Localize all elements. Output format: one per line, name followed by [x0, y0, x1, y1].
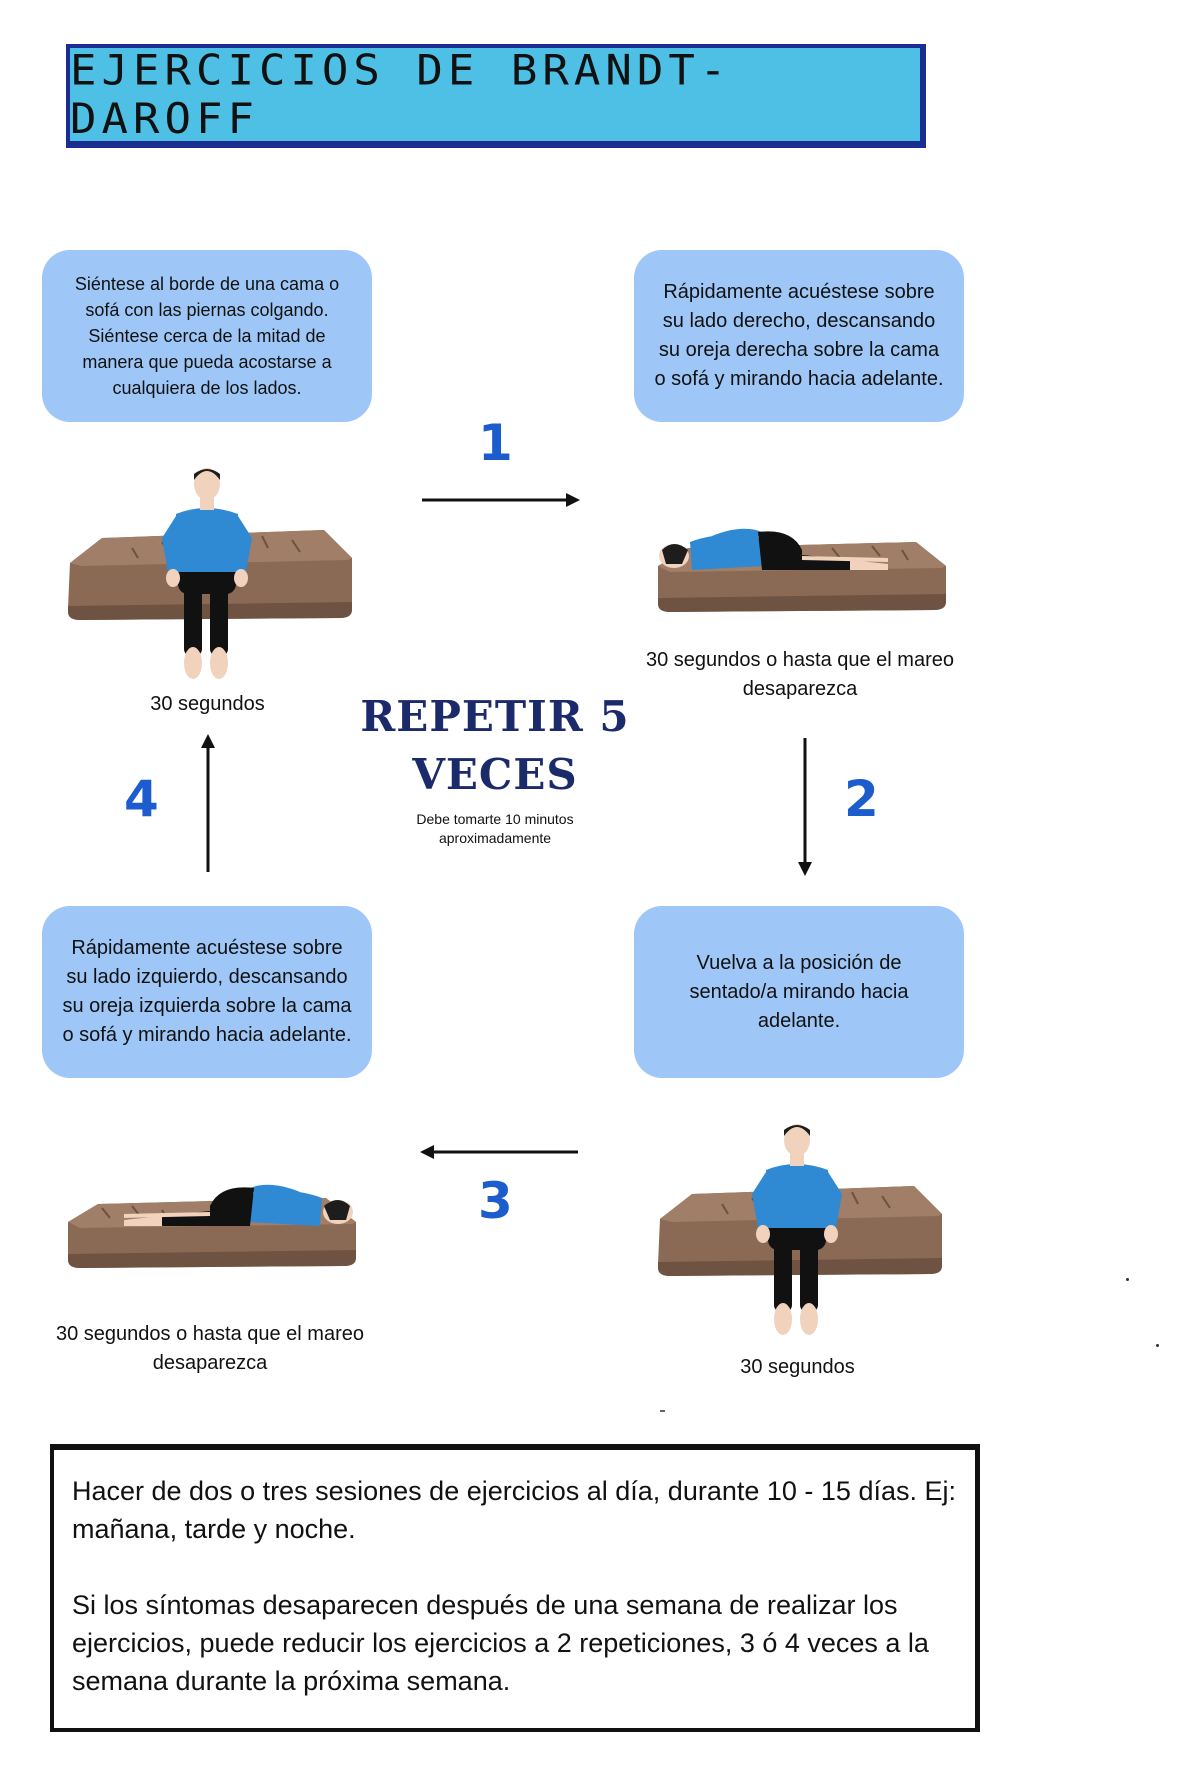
instruction-text-start: Siéntese al borde de una cama o sofá con… — [74, 274, 340, 398]
lying-right-illustration — [658, 528, 946, 612]
instruction-box-start: Siéntese al borde de una cama o sofá con… — [42, 250, 372, 422]
step-number-2: 2 — [844, 770, 879, 828]
stray-dot — [1156, 1344, 1159, 1347]
step-number-1: 1 — [478, 414, 513, 472]
title-banner: EJERCICIOS DE BRANDT-DAROFF — [66, 44, 926, 148]
repeat-subtitle: Debe tomarte 10 minutos aproximadamente — [416, 811, 574, 846]
instruction-text-left: Rápidamente acuéstese sobre su lado izqu… — [62, 937, 352, 1046]
step-number-4: 4 — [124, 770, 159, 828]
caption-left: 30 segundos o hasta que el mareo desapar… — [56, 1323, 364, 1374]
stray-dot — [1126, 1278, 1129, 1281]
instruction-box-sit: Vuelva a la posición de sentado/a mirand… — [634, 906, 964, 1078]
note-box: Hacer de dos o tres sesiones de ejercici… — [50, 1444, 980, 1732]
page-title: EJERCICIOS DE BRANDT-DAROFF — [70, 46, 732, 143]
arrow-right-icon — [422, 493, 580, 507]
instruction-box-left: Rápidamente acuéstese sobre su lado izqu… — [42, 906, 372, 1078]
caption-sit: 30 segundos — [740, 1356, 855, 1378]
stray-dash — [660, 1410, 665, 1412]
caption-start: 30 segundos — [150, 693, 265, 715]
instruction-text-right: Rápidamente acuéstese sobre su lado dere… — [654, 281, 944, 390]
step-number-3: 3 — [478, 1172, 513, 1230]
lying-left-illustration — [68, 1184, 356, 1268]
instruction-box-right: Rápidamente acuéstese sobre su lado dere… — [634, 250, 964, 422]
arrow-left-icon — [420, 1145, 578, 1159]
seated-person-illustration — [68, 468, 352, 679]
arrow-up-icon — [201, 734, 215, 872]
note-paragraph-1: Hacer de dos o tres sesiones de ejercici… — [72, 1476, 956, 1544]
seated-person-illustration-return — [658, 1124, 942, 1335]
arrow-down-icon — [798, 738, 812, 876]
repeat-title: REPETIR 5 VECES — [360, 692, 630, 799]
instruction-text-sit: Vuelva a la posición de sentado/a mirand… — [689, 951, 909, 1032]
caption-right: 30 segundos o hasta que el mareo desapar… — [646, 649, 954, 700]
note-paragraph-2: Si los síntomas desaparecen después de u… — [72, 1590, 929, 1696]
